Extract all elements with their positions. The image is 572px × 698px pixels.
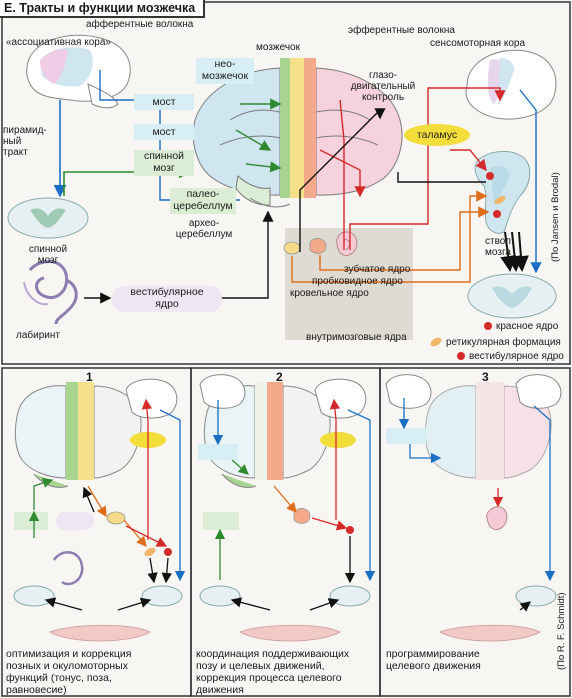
thalamus-label: таламус	[404, 124, 470, 146]
spinal-box-line-1: спинной	[143, 150, 185, 162]
source-schmidt: (По R. F. Schmidt)	[556, 592, 567, 670]
arrow-cortex-spinal	[519, 89, 542, 274]
legend-red-label: красное ядро	[496, 321, 559, 332]
panel-2-caption-line-4: движения	[196, 684, 244, 696]
spinal-box-line-2: мозг	[153, 162, 175, 174]
spinal-box: спинной мозг	[134, 150, 194, 176]
neo-line-2: мозжечок	[201, 70, 249, 82]
neo-cerebellum-box: нео- мозжечок	[196, 58, 254, 84]
label-afferent: афферентные волокна	[86, 19, 194, 30]
label-pyramid-2: ный	[3, 136, 22, 147]
label-dentate: зубчатое ядро	[344, 264, 411, 275]
top-section-frame	[1, 1, 571, 365]
pons-box-2: мост	[134, 124, 194, 140]
spinal-cord-right-drawing	[467, 273, 557, 319]
arrow-pons2-cb	[235, 129, 272, 151]
panel-3-drawing	[385, 374, 562, 642]
arrow-thalamus-cortex	[349, 87, 506, 250]
brainstem-drawing	[474, 151, 531, 234]
brainstem-line-2: мозга	[485, 247, 511, 258]
legend-reticular-label: ретикулярная формация	[446, 337, 561, 348]
label-spinal-cord-2: мозг	[37, 255, 59, 266]
arrow-stem-spinal-3	[512, 231, 529, 272]
panel-2-drawing	[198, 374, 376, 642]
source-jansen: (По Jansen и Brodal)	[550, 172, 561, 262]
label-pyramid-3: тракт	[3, 147, 28, 158]
archeo-line-1: архео-	[188, 218, 220, 229]
brainstem-red-dot-1	[486, 172, 494, 180]
page-title: Е. Тракты и функции мозжечка	[0, 0, 206, 18]
label-efferent: эфферентные волокна	[348, 25, 455, 36]
paleo-line-2: церебеллум	[173, 200, 233, 212]
panel-2-number: 2	[276, 370, 283, 384]
panel-1-number: 1	[86, 370, 93, 384]
legend-vestibular-label: вестибулярное ядро	[469, 351, 564, 362]
label-roof: кровельное ядро	[290, 288, 369, 299]
paleo-line-1: палео-	[186, 188, 220, 200]
panel-3-caption: программирование целевого движения	[386, 648, 481, 672]
legend-orange-mark	[430, 337, 442, 347]
label-assoc-cortex: «ассоциативная кора»	[6, 37, 111, 48]
vestibular-line-2: ядро	[155, 298, 179, 310]
spinal-cord-left-drawing	[7, 197, 89, 239]
panel-2-caption-line-1: координация поддерживающих	[196, 648, 350, 660]
arrow-black-stem	[397, 172, 486, 183]
labyrinth-drawing	[23, 260, 78, 325]
left-brain-drawing	[26, 34, 131, 109]
panel-3-number: 3	[482, 370, 489, 384]
panel-3-caption-line-1: программирование	[386, 648, 480, 660]
brainstem-line-1: ствол	[485, 236, 511, 247]
brainstem-red-dot-2	[493, 210, 501, 218]
legend-red-dot	[484, 322, 492, 330]
label-pyramid-1: пирамид-	[3, 125, 47, 136]
vestibular-line-1: вестибулярное	[130, 286, 204, 298]
legend-vest-dot	[457, 352, 465, 360]
arrow-spinal-cb	[245, 161, 282, 173]
panel-1-caption-line-1: оптимизация и коррекция	[6, 648, 132, 660]
panel-1-caption: оптимизация и коррекция позных и окуломо…	[6, 648, 131, 696]
panel-3-frame	[379, 367, 571, 697]
panel-1-caption-line-2: позных и окуломоторных	[6, 660, 128, 672]
panel-2-caption-line-2: позу и целевых движений,	[196, 660, 325, 672]
panel-1-caption-line-4: равновесие)	[6, 684, 67, 696]
main-cerebellum-drawing	[192, 58, 403, 208]
panel-3-caption-line-2: целевого движения	[386, 660, 481, 672]
label-spinal-cord-1: спинной	[28, 244, 68, 255]
archeo-line-2: церебеллум	[175, 229, 233, 240]
arrow-vest-cb	[222, 210, 274, 299]
arrow-oculomotor	[299, 108, 386, 252]
panel-1-caption-line-3: функций (тонус, поза,	[6, 672, 112, 684]
oculomotor-line-2: двигательный	[350, 81, 416, 92]
label-labyrinth: лабиринт	[16, 330, 60, 341]
label-cerebellum: мозжечок	[256, 42, 300, 53]
arrow-thalamus-red	[450, 149, 487, 172]
arrow-dentate-up	[339, 99, 345, 250]
oculomotor-line-3: контроль	[361, 92, 405, 103]
arrow-orange-vest	[291, 190, 488, 283]
label-cork: пробковидное ядро	[312, 276, 403, 287]
pons-box-1: мост	[134, 94, 194, 110]
brainstem-orange-mark	[494, 196, 506, 204]
panel-2-caption: координация поддерживающих позу и целевы…	[196, 648, 349, 696]
label-sensorimotor: сенсомоторная кора	[430, 38, 526, 49]
right-brain-drawing	[465, 49, 557, 120]
oculomotor-line-1: глазо-	[368, 70, 398, 81]
panel-1-drawing	[13, 378, 186, 642]
paleo-box: палео- церебеллум	[170, 188, 236, 214]
vestibular-box: вестибулярное ядро	[112, 286, 222, 312]
label-intracerebellar: внутримозговые ядра	[306, 332, 407, 343]
panel-2-caption-line-3: коррекция процесса целевого	[196, 672, 342, 684]
neo-line-1: нео-	[214, 58, 236, 70]
nuclei-drawing	[283, 231, 358, 256]
